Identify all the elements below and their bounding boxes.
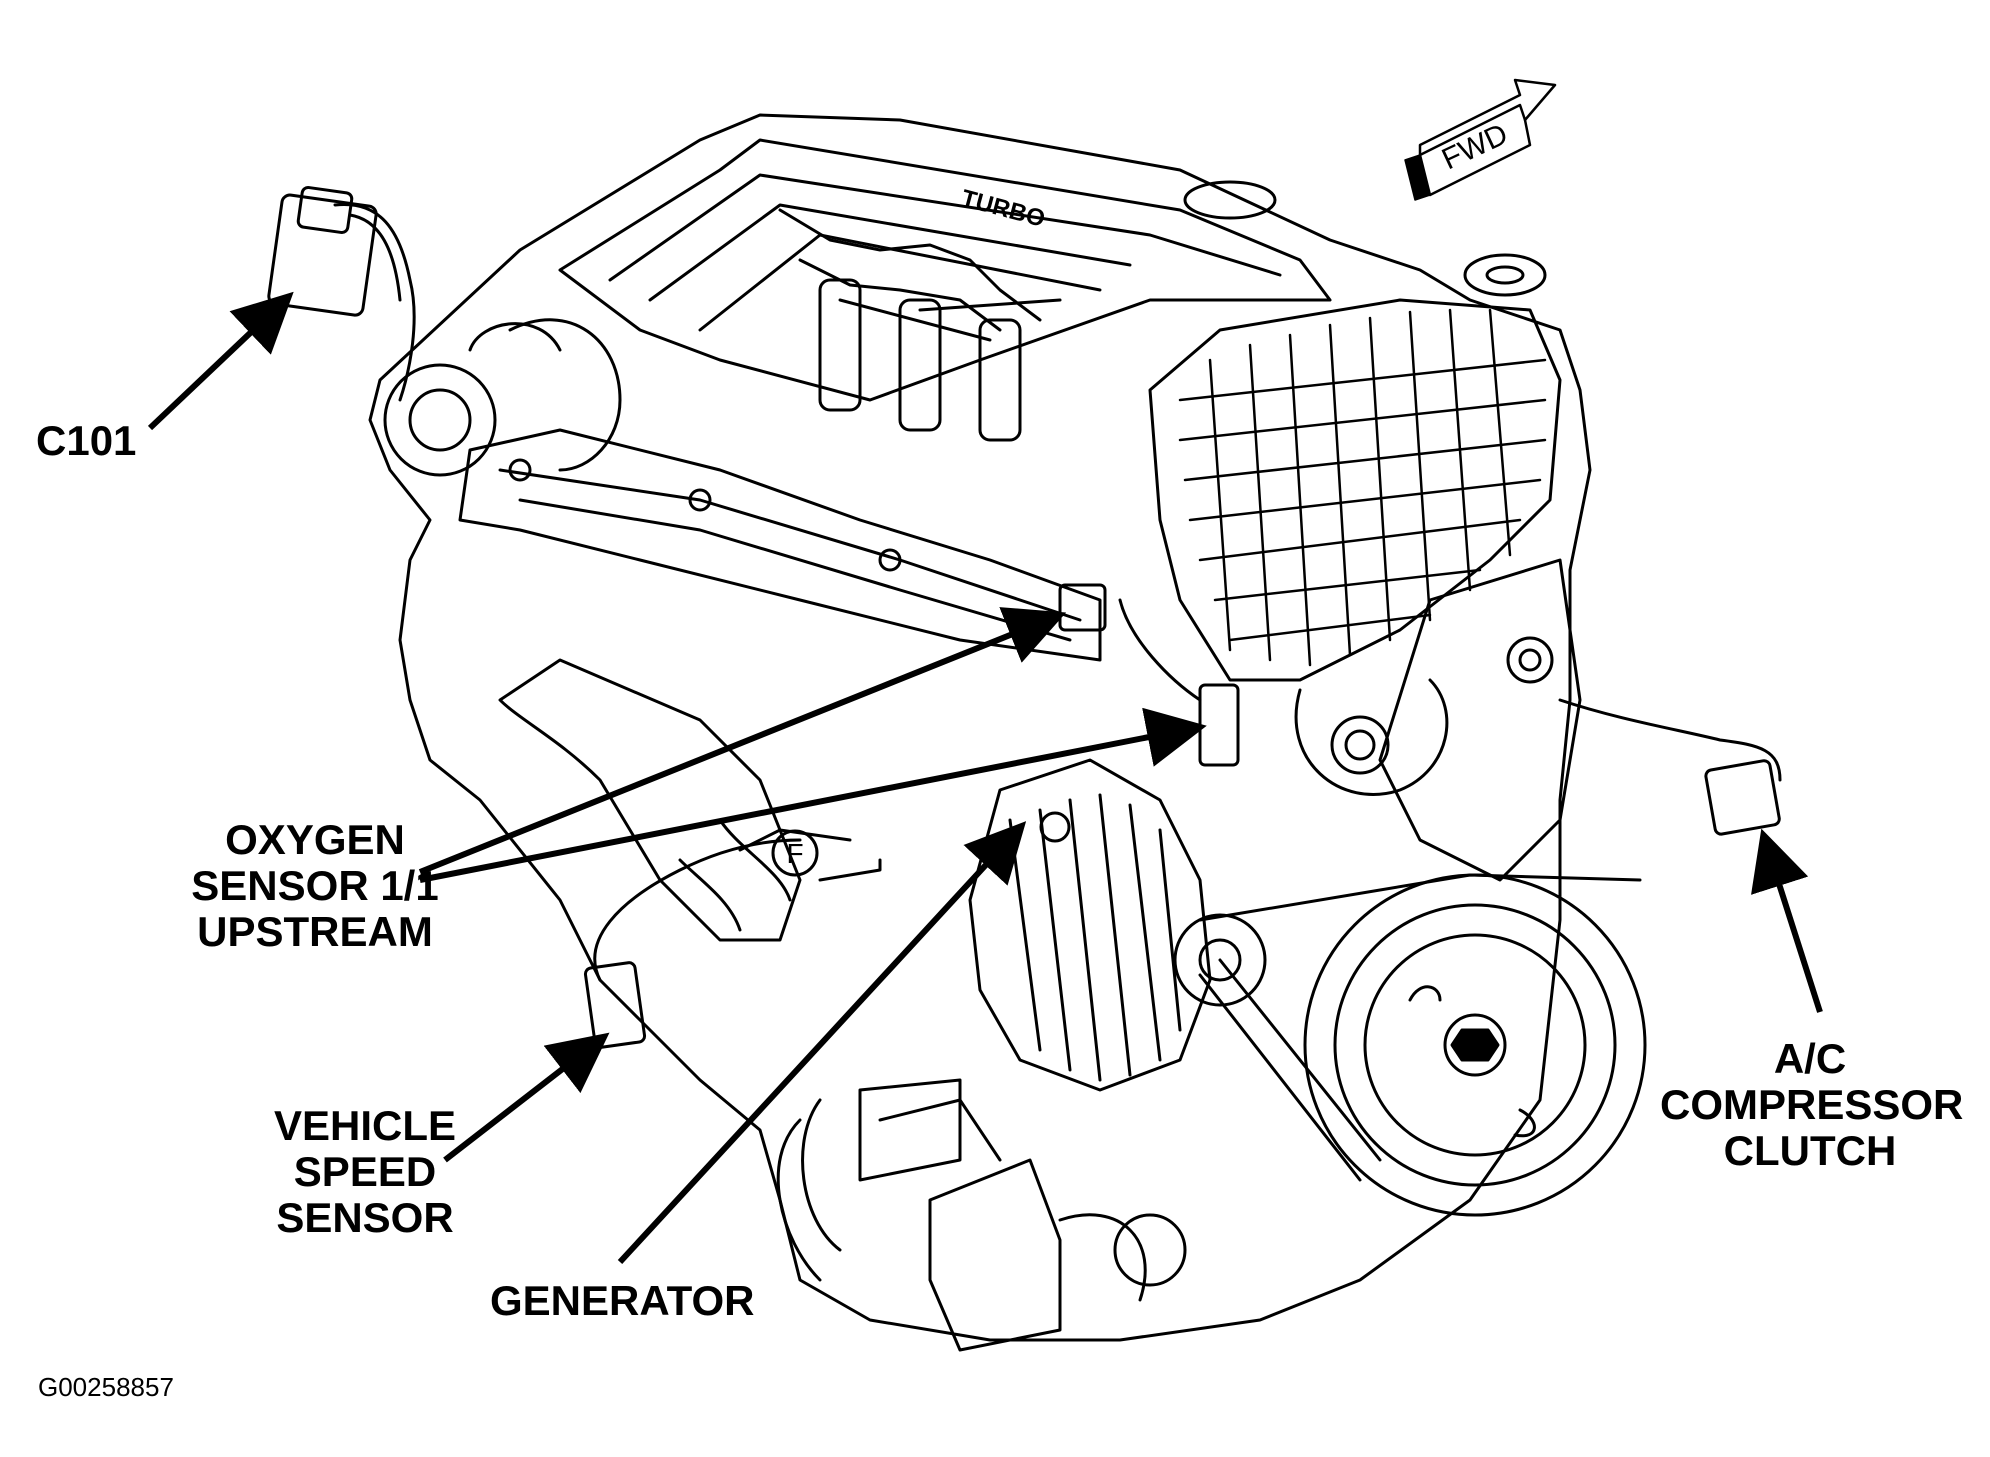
oil-filter [928, 1158, 1062, 1352]
front-marker-circle [771, 829, 819, 877]
figure-id: G00258857 [38, 1372, 174, 1402]
ac-compressor-connector [1704, 759, 1781, 836]
leader-generator [617, 821, 1027, 1265]
leader-lines [147, 291, 1823, 1265]
oxygen-sensor-connector-1 [1058, 583, 1107, 632]
label-ac-line-2: COMPRESSOR [1660, 1081, 1964, 1128]
label-vss-line-3: SENSOR [276, 1194, 454, 1241]
label-generator-text: GENERATOR [490, 1277, 755, 1324]
fwd-direction-indicator [1404, 78, 1557, 201]
label-ac-compressor-clutch: A/C COMPRESSOR CLUTCH [1660, 1035, 1964, 1174]
label-ac-line-1: A/C [1773, 1035, 1847, 1082]
harness-c101 [333, 202, 416, 402]
leader-ac-compressor [1751, 828, 1823, 1013]
engine-illustration: TURBO [267, 78, 1782, 1352]
front-marker-text: F [786, 838, 803, 869]
label-generator: GENERATOR [490, 1278, 754, 1324]
leader-c101 [147, 291, 294, 431]
label-vehicle-speed-sensor: VEHICLE SPEED SENSOR [270, 1103, 460, 1241]
label-vss-line-2: SPEED [293, 1148, 437, 1195]
label-vss-line-1: VEHICLE [273, 1102, 457, 1149]
exhaust-manifold [458, 428, 1102, 662]
svg-text:TURBO: TURBO [958, 185, 1047, 233]
label-c101: C101 [36, 418, 136, 464]
vehicle-speed-sensor-connector [583, 961, 647, 1049]
label-oxygen-line-3: UPSTREAM [197, 908, 433, 955]
oxygen-sensor-connector-2 [1198, 683, 1240, 767]
turbocharger [383, 363, 497, 477]
timing-cover-grid [1178, 308, 1547, 667]
generator-body [968, 758, 1212, 1092]
timing-belt-cover [1148, 298, 1562, 682]
label-c101-text: C101 [36, 417, 137, 464]
leader-oxygen-2 [419, 707, 1207, 883]
leader-vehicle-speed-sensor [443, 1032, 610, 1163]
label-oxygen-line-1: OXYGEN [225, 816, 405, 863]
c101-connector [267, 193, 378, 317]
label-oxygen-line-2: SENSOR 1/1 [191, 862, 439, 909]
label-oxygen-sensor: OXYGEN SENSOR 1/1 UPSTREAM [185, 817, 445, 955]
valve-cover [558, 138, 1332, 402]
label-ac-line-3: CLUTCH [1723, 1127, 1897, 1174]
leader-oxygen-1 [418, 607, 1067, 875]
